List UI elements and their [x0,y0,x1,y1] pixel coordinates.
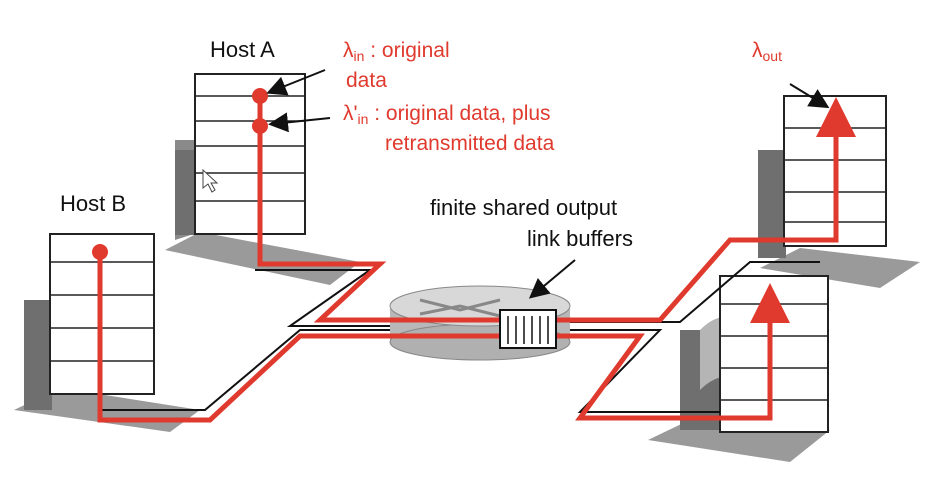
host-a-label: Host A [210,37,275,62]
lambda-prime-subscript: in [357,111,369,127]
router-caption-line1: finite shared output [430,195,618,220]
lambda-out-subscript: out [762,48,782,64]
router-caption-line2: link buffers [527,226,633,251]
lambda-prime-symbol: λ' [343,102,358,125]
lambda-out-symbol: λ [752,39,763,62]
host-a-computer [165,73,360,285]
output-link-buffer [499,309,557,349]
lambda-in-description: : original [370,39,450,62]
lambda-prime-description: : original data, plus [374,102,551,125]
lambda-in-symbol: λ [343,39,354,62]
host-a-retransmit-dot [252,118,268,134]
host-a-origin-dot [252,88,268,104]
destination-server-top [758,95,920,288]
lambda-in-label: λin : original [343,40,450,63]
lambda-prime-description-line2: retransmitted data [385,132,555,155]
host-b-origin-dot [92,244,108,260]
lambda-in-description-line2: data [346,69,387,92]
host-b-computer [14,233,200,432]
annotation-arrows [266,69,830,299]
lambda-prime-label: λ'in : original data, plus [343,103,551,126]
lambda-out-label: λout [752,40,782,63]
lambda-in-subscript: in [353,48,365,64]
host-b-label: Host B [60,191,127,216]
